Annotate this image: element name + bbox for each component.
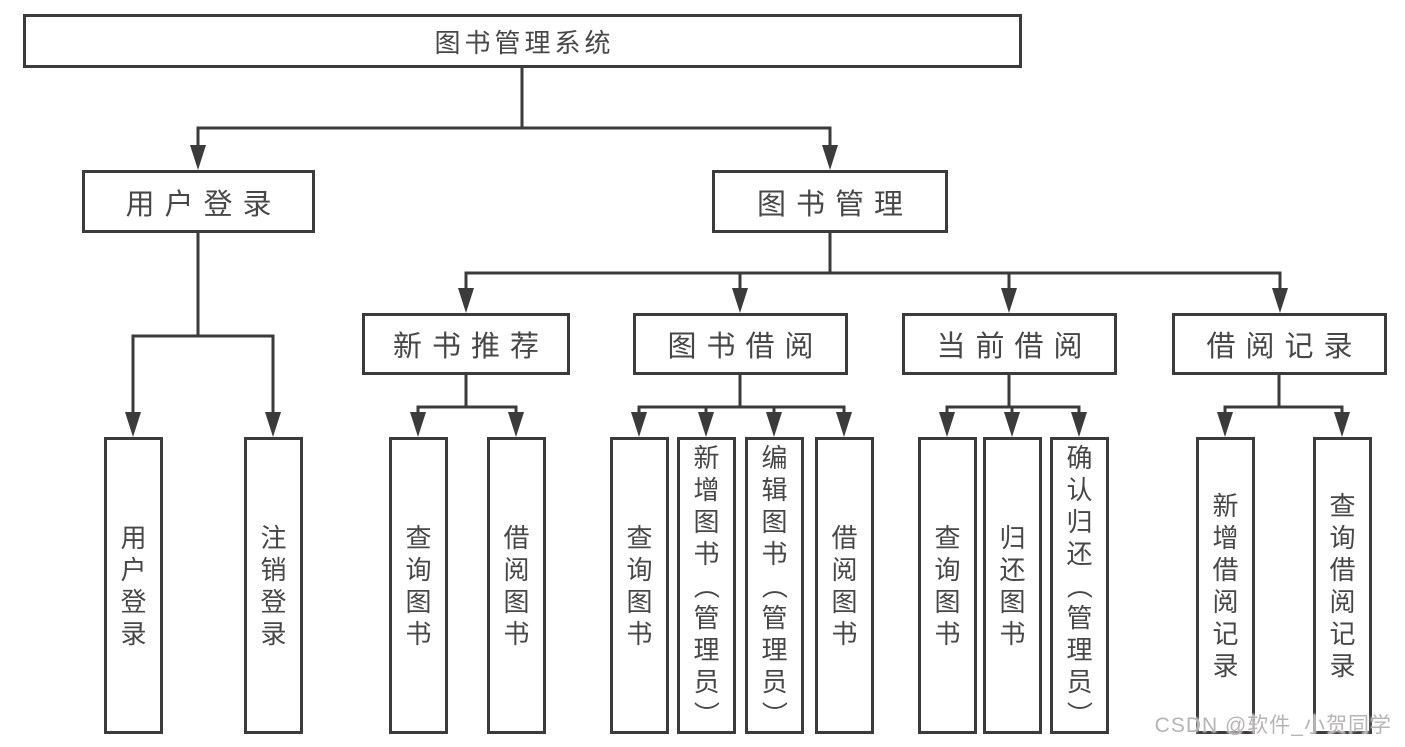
node-label: 新书推荐: [392, 331, 549, 363]
node-label: 用户登录: [125, 188, 282, 221]
node-book-borrowing: 图书借阅: [633, 313, 848, 375]
leaf-query-books-borrowing: 查询图书: [610, 437, 669, 734]
node-label: 查询图书: [934, 522, 961, 649]
node-label: 注销登录: [260, 522, 287, 649]
leaf-add-borrow-record: 新增借阅记录: [1196, 437, 1255, 734]
node-label: 确认归还（管理员）: [1064, 442, 1095, 727]
node-borrowing-records: 借阅记录: [1172, 313, 1387, 375]
node-label: 图书管理: [756, 188, 913, 221]
leaf-add-books-admin: 新增图书（管理员）: [677, 437, 736, 734]
node-label: 图书管理系统: [434, 27, 615, 58]
leaf-query-books-recommend: 查询图书: [389, 437, 448, 734]
node-label: 用户登录: [120, 522, 147, 649]
node-library-management-system: 图书管理系统: [23, 14, 1022, 68]
leaf-query-borrow-record: 查询借阅记录: [1313, 437, 1372, 734]
leaf-borrow-books-recommend: 借阅图书: [487, 437, 546, 734]
csdn-watermark: CSDN @软件_小贺同学: [1154, 714, 1392, 737]
node-label: 编辑图书（管理员）: [759, 442, 790, 727]
node-label: 借阅记录: [1206, 331, 1363, 363]
node-label: 查询图书: [626, 522, 653, 649]
leaf-borrow-books-borrowing: 借阅图书: [815, 437, 874, 734]
leaf-query-books-current: 查询图书: [918, 437, 977, 734]
node-label: 查询借阅记录: [1329, 490, 1356, 681]
node-label: 借阅图书: [831, 522, 858, 649]
node-user-login: 用户登录: [82, 170, 315, 233]
node-label: 借阅图书: [503, 522, 530, 649]
node-book-management: 图书管理: [712, 170, 948, 233]
leaf-logout: 注销登录: [244, 437, 303, 734]
node-current-borrowing: 当前借阅: [902, 313, 1117, 375]
node-new-book-recommendation: 新书推荐: [362, 313, 570, 375]
leaf-confirm-return-admin: 确认归还（管理员）: [1050, 437, 1109, 734]
node-label: 当前借阅: [936, 331, 1093, 363]
leaf-return-books: 归还图书: [983, 437, 1042, 734]
leaf-user-login: 用户登录: [104, 437, 163, 734]
node-label: 新增图书（管理员）: [691, 442, 722, 727]
node-label: 图书借阅: [667, 331, 824, 363]
node-label: 新增借阅记录: [1212, 490, 1239, 681]
node-label: 查询图书: [405, 522, 432, 649]
leaf-edit-books-admin: 编辑图书（管理员）: [745, 437, 804, 734]
node-label: 归还图书: [999, 522, 1026, 649]
